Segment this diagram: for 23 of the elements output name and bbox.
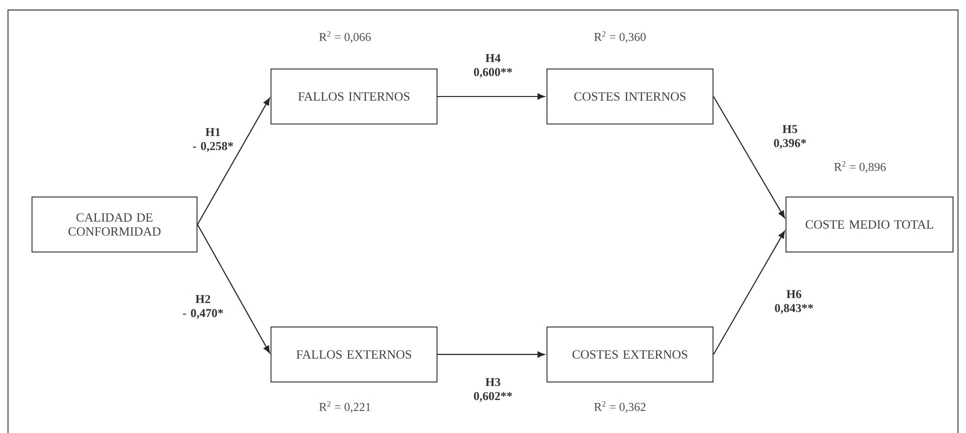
- arrow: [197, 98, 270, 225]
- arrow: [197, 224, 270, 354]
- process-box: COSTES EXTERNOS: [546, 326, 714, 382]
- arrow: [438, 351, 545, 358]
- r-squared-label: R$^{2}$ = 0,221: [319, 401, 370, 413]
- process-box: COSTE MEDIO TOTAL: [786, 196, 954, 252]
- arrow: [438, 93, 545, 100]
- edge-label: H3 0,602**: [474, 378, 512, 402]
- r-squared-label: R$^{2}$ = 0,360: [594, 31, 646, 43]
- process-box: FALLOS EXTERNOS: [270, 326, 438, 382]
- arrow: [713, 230, 785, 355]
- process-box: COSTES INTERNOS: [546, 68, 714, 124]
- edge-label: H6 0,843**: [774, 290, 813, 314]
- process-box: FALLOS INTERNOS: [270, 68, 438, 124]
- edge-label: H4 0,600**: [474, 54, 512, 78]
- edge-label: H1 - 0,258*: [192, 128, 233, 152]
- process-box: CALIDAD DE CONFORMIDAD: [32, 196, 198, 252]
- r-squared-label: R$^{2}$ = 0,362: [594, 401, 646, 413]
- edge-label: H5 0,396*: [774, 125, 806, 149]
- edge-label: H2 - 0,470*: [182, 295, 223, 319]
- arrow: [713, 96, 785, 218]
- r-squared-label: R$^{2}$ = 0,066: [319, 31, 371, 43]
- r-squared-label: R$^{2}$ = 0,896: [834, 161, 886, 173]
